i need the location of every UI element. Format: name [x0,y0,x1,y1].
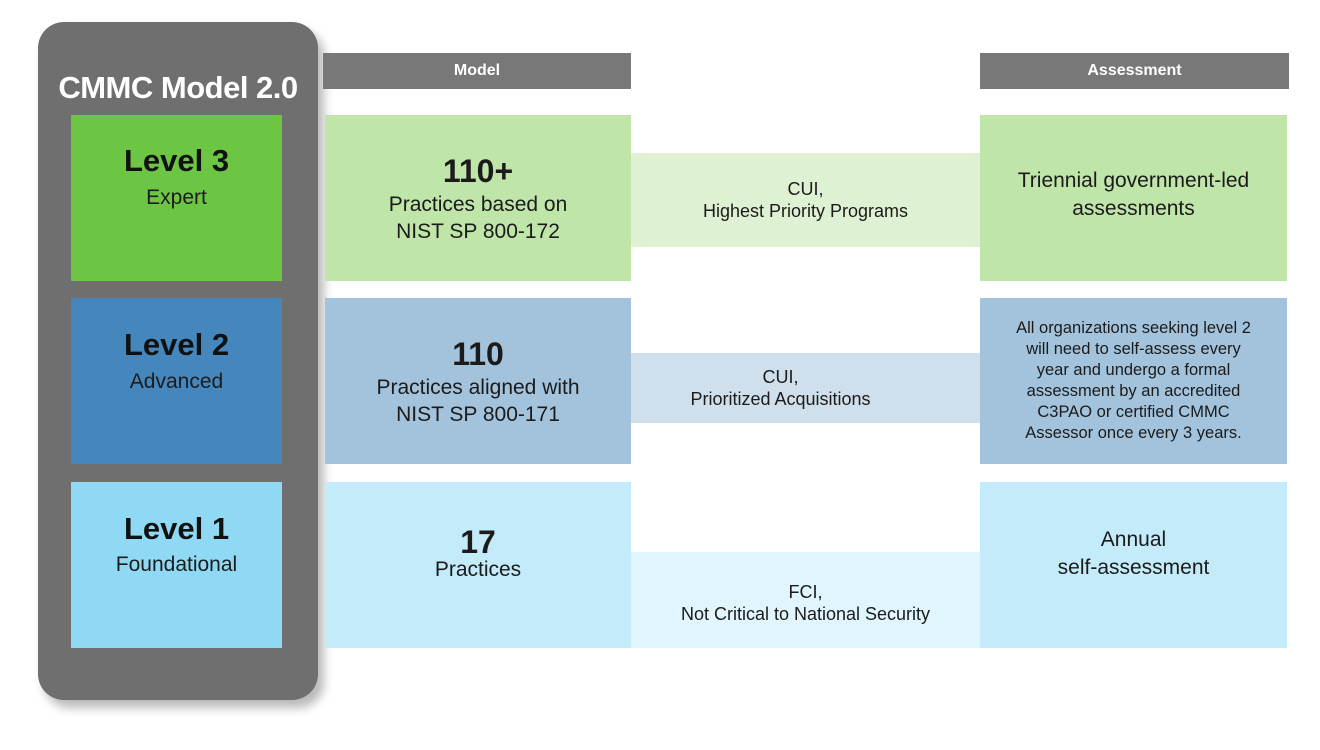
level-2-practice-desc: Practices aligned with NIST SP 800-171 [376,376,580,426]
level-3-practice-count: 110+ [442,153,514,189]
level-1-scope-cell: FCI, Not Critical to National Security [631,552,980,648]
level-2-box: Level 2 Advanced [71,298,282,464]
panel-title: CMMC Model 2.0 [58,70,298,105]
level-3-name: Level 3 [123,143,230,178]
level-3-subtitle: Expert [146,186,207,209]
level-1-practice-count: 17 [460,524,496,560]
level-1-name: Level 1 [123,511,230,546]
level-3-scope-cell: CUI, Highest Priority Programs [631,153,980,247]
level-2-assessment-cell: All organizations seeking level 2 will n… [980,298,1287,464]
level-2-name: Level 2 [123,327,230,362]
level-3-box: Level 3 Expert [71,115,282,281]
level-2-model-cell: 110 Practices aligned with NIST SP 800-1… [325,298,631,464]
level-1-assessment-cell: Annual self-assessment [980,482,1287,648]
level-2-subtitle: Advanced [129,370,224,393]
level-1-practice-desc: Practices [434,558,522,581]
assessment-header: Assessment [980,53,1289,89]
level-1-box: Level 1 Foundational [71,482,282,648]
level-1-model-cell: 17 Practices [325,482,631,648]
level-2-practice-count: 110 [452,336,504,372]
model-header: Model [323,53,631,89]
level-3-assessment-cell: Triennial government-led assessments [980,115,1287,281]
level-1-subtitle: Foundational [115,553,238,576]
level-2-scope-cell: CUI, Prioritized Acquisitions [631,353,980,423]
level-3-practice-desc: Practices based on NIST SP 800-172 [388,193,568,243]
level-3-model-cell: 110+ Practices based on NIST SP 800-172 [325,115,631,281]
